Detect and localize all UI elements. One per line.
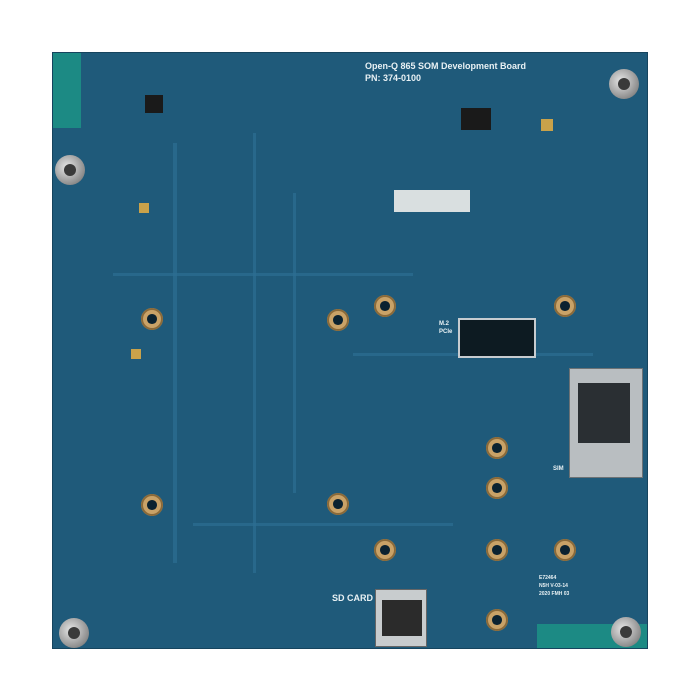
chip xyxy=(461,108,491,130)
lot-marking-3: 2020 FMH 03 xyxy=(539,591,570,597)
trace xyxy=(113,273,413,276)
m2-pcie-connector xyxy=(458,318,536,358)
blank-label xyxy=(394,190,470,212)
chip xyxy=(145,95,163,113)
trace xyxy=(193,523,453,526)
gold-pad xyxy=(139,203,149,213)
gold-pad xyxy=(541,119,553,131)
m2-label: M.2 xyxy=(439,321,450,327)
mounting-hole xyxy=(374,295,396,317)
mounting-hole xyxy=(141,494,163,516)
sim-label: SIM xyxy=(553,466,564,472)
sim-card-slot xyxy=(578,383,630,443)
mounting-hole xyxy=(327,493,349,515)
sim-card-holder: 170918 xyxy=(569,368,643,478)
trace xyxy=(293,193,296,493)
trace xyxy=(173,143,177,563)
mounting-hole xyxy=(554,539,576,561)
lot-marking-2: N5H V-03-14 xyxy=(539,583,568,589)
mounting-hole xyxy=(486,609,508,631)
trace xyxy=(253,133,256,573)
mounting-hole xyxy=(327,309,349,331)
gold-pad xyxy=(131,349,141,359)
mounting-hole xyxy=(141,308,163,330)
sd-card-slot xyxy=(375,589,427,647)
mounting-hole xyxy=(374,539,396,561)
sd-card xyxy=(382,600,422,636)
pcie-label: PCIe xyxy=(439,329,453,335)
part-number: PN: 374-0100 xyxy=(365,73,422,83)
lot-marking-1: E72464 xyxy=(539,575,557,581)
mounting-hole xyxy=(554,295,576,317)
standoff-screw xyxy=(55,155,85,185)
board-title: Open-Q 865 SOM Development Board xyxy=(365,61,527,71)
mounting-hole xyxy=(486,539,508,561)
mounting-hole xyxy=(486,437,508,459)
standoff-screw xyxy=(609,69,639,99)
standoff-screw xyxy=(611,617,641,647)
sd-card-label: SD CARD xyxy=(332,593,374,603)
pcb-board: Open-Q 865 SOM Development Board PN: 374… xyxy=(52,52,648,649)
mounting-hole xyxy=(486,477,508,499)
standoff-screw xyxy=(59,618,89,648)
corner-pad-top-left xyxy=(53,53,81,128)
